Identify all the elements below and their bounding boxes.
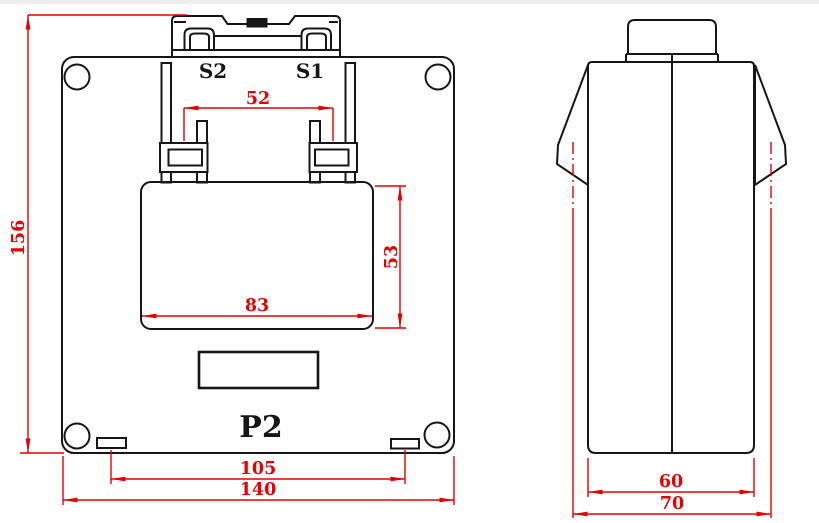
corner-hole-top-left [63, 63, 91, 91]
terminal-screw-post-right [344, 62, 356, 145]
din-clip [246, 18, 268, 28]
bracket-hook-right [300, 27, 332, 50]
terminal-label-s1: S1 [296, 59, 324, 83]
window-edge [0, 0, 819, 4]
bracket-shelves [174, 21, 338, 37]
terminal-inner-post-left [196, 120, 208, 144]
dim-value: 70 [660, 494, 684, 514]
conductor-window [140, 181, 374, 330]
side-body [587, 61, 755, 454]
bracket-hook-left [183, 27, 215, 50]
terminal-label-s2: S2 [199, 59, 227, 83]
terminal-stub-left-b [196, 171, 208, 184]
dim-overall-depth: 70 [573, 494, 771, 517]
terminal-clamp-hole-left [167, 148, 203, 167]
terminal-stub-left-a [160, 171, 172, 184]
mounting-slot-right [390, 438, 420, 450]
side-view: 60 70 [555, 19, 788, 518]
front-view: S2 S1 P2 156 52 53 83 [9, 14, 455, 505]
corner-hole-bottom-right [423, 421, 451, 449]
dim-value: 105 [240, 459, 277, 479]
dim-overall-width: 140 [62, 456, 455, 505]
dim-body-width: 60 [587, 458, 755, 497]
corner-hole-top-right [424, 63, 452, 91]
hook-inner-right [306, 32, 327, 50]
terminal-clamp-hole-right [314, 148, 350, 167]
hook-inner-left [189, 32, 210, 50]
dim-value: 140 [240, 480, 277, 500]
dim-value: 156 [9, 220, 29, 257]
terminal-screw-post-left [160, 62, 172, 145]
dim-slot-pitch: 105 [110, 450, 406, 484]
mounting-slot-left [96, 437, 127, 449]
dim-value: 60 [659, 472, 683, 492]
dim-value: 53 [382, 245, 402, 269]
cap [627, 19, 717, 55]
dim-terminal-pitch: 52 [183, 89, 334, 141]
dim-window-width: 83 [142, 296, 372, 319]
terminal-stub-right-b [309, 171, 321, 184]
dim-window-height: 53 [375, 185, 406, 329]
dim-overall-height: 156 [9, 14, 187, 454]
dim-value: 52 [246, 89, 270, 109]
nameplate [197, 350, 320, 390]
dim-value: 83 [245, 296, 269, 316]
terminal-s2 [159, 62, 209, 184]
corner-hole-bottom-left [63, 422, 91, 450]
primary-label-p2: P2 [239, 410, 282, 445]
front-body [61, 56, 455, 454]
terminal-inner-post-right [309, 120, 321, 144]
terminal-stub-right-a [344, 171, 356, 184]
